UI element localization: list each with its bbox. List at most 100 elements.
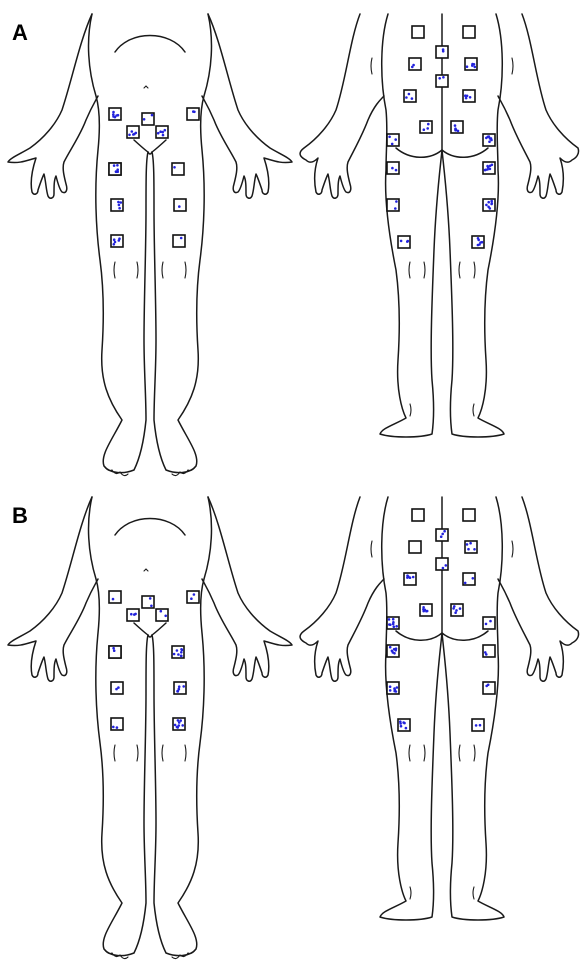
marker-dot [112,598,115,601]
marker-dot [178,721,181,724]
injection-site-f1 [109,591,121,603]
marker-dot [164,129,167,132]
site-box [111,235,123,247]
marker-dot [116,164,119,167]
body-outlines [8,497,579,959]
marker-dot [181,724,184,727]
injection-site-b15 [387,199,399,211]
site-box [187,591,199,603]
marker-dot [453,605,456,608]
marker-dot [441,533,444,536]
marker-dot [395,200,398,203]
front-body-outline [8,497,292,959]
marker-dot [472,577,475,580]
marker-dot [157,132,160,135]
marker-dot [454,611,457,614]
marker-dot [112,113,115,116]
marker-dot [388,618,391,621]
site-box [483,617,495,629]
injection-site-b9 [420,604,432,616]
marker-dot [115,114,118,117]
marker-dot [115,688,118,691]
injection-site-b14 [483,645,495,657]
marker-dot [128,134,131,137]
injection-site-b16 [483,199,495,211]
marker-dot [176,649,179,652]
injection-site-b4 [409,541,421,553]
site-box [409,58,421,70]
marker-dot [442,76,445,79]
marker-dot [113,164,116,167]
marker-dot [190,597,193,600]
site-box [436,529,448,541]
injection-site-f3 [187,591,199,603]
site-box [127,609,139,621]
injection-site-f8 [172,646,184,658]
injection-site-b8 [463,90,475,102]
marker-dot [130,613,133,616]
marker-dot [469,96,472,99]
marker-dot [478,243,481,246]
marker-dot [455,609,458,612]
marker-dot [143,118,146,121]
back-sites [387,26,495,248]
marker-dot [411,97,414,100]
marker-dot [400,725,403,728]
front-body-outline [8,14,292,476]
marker-dot [113,649,116,652]
marker-dot [180,651,183,654]
marker-dot [466,95,469,98]
marker-dot [442,567,445,570]
injection-site-b11 [387,617,399,629]
marker-dot [445,564,448,567]
marker-dot [467,548,470,551]
body-diagram-b [0,483,582,966]
marker-dot [394,689,397,692]
marker-dot [193,593,196,596]
marker-dot [178,724,181,727]
marker-dot [389,685,392,688]
marker-dot [159,130,162,133]
marker-dot [113,243,116,246]
injection-site-b2 [463,26,475,38]
marker-dot [177,653,180,656]
marker-dot [133,613,136,616]
injection-site-b14 [483,162,495,174]
marker-dot [440,535,443,538]
marker-dot [481,241,484,244]
injection-site-b9 [420,121,432,133]
injection-site-b5 [465,541,477,553]
injection-site-f4 [127,126,139,138]
injection-site-b6 [436,558,448,570]
site-box [463,509,475,521]
marker-dot [177,690,180,693]
marker-dot [182,685,185,688]
marker-dot [395,169,398,172]
marker-dot [485,204,488,207]
marker-dot [484,169,487,172]
site-box [472,719,484,731]
marker-dot [412,576,415,579]
injection-site-f9 [111,199,123,211]
injection-site-f8 [172,163,184,175]
marker-dot [178,688,181,691]
marker-dot [162,134,165,137]
injection-site-f2 [142,113,154,125]
marker-dot [411,66,414,69]
marker-dot [180,237,183,240]
marker-dot [114,241,117,244]
marker-dot [489,168,492,171]
marker-dot [477,239,480,242]
marker-dot [408,93,411,96]
site-box [174,199,186,211]
marker-dot [487,201,490,204]
marker-dot [173,653,176,656]
injection-site-b3 [436,46,448,58]
marker-dot [392,618,395,621]
site-box [404,573,416,585]
injection-site-b13 [387,162,399,174]
injection-site-b1 [412,26,424,38]
marker-dot [150,605,153,608]
marker-dot [118,237,121,240]
marker-dot [471,64,474,67]
